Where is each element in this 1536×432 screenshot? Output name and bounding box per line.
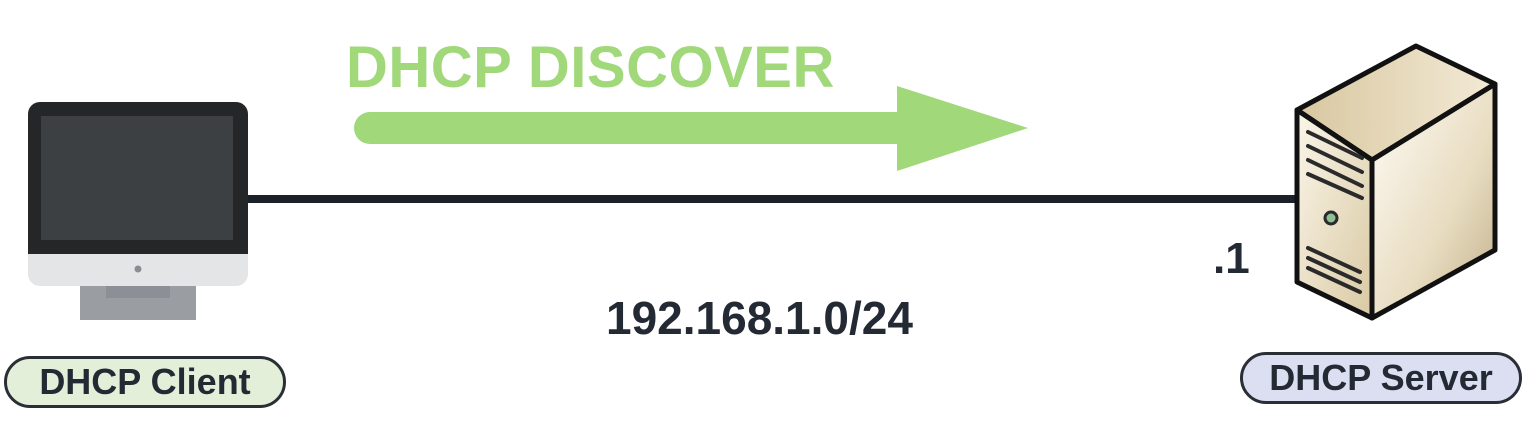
discover-arrow: [354, 86, 1028, 171]
server-host-address: .1: [1213, 234, 1250, 283]
server-label-badge: DHCP Server: [1240, 352, 1522, 404]
subnet-label: 192.168.1.0/24: [606, 292, 913, 344]
message-label: DHCP DISCOVER: [346, 35, 835, 100]
tower-server-icon: [1294, 43, 1498, 321]
server-label: DHCP Server: [1269, 357, 1493, 398]
desktop-monitor-icon: [28, 102, 248, 320]
client-label: DHCP Client: [39, 361, 251, 402]
client-label-badge: DHCP Client: [4, 356, 286, 408]
server-front-details: [1306, 130, 1364, 294]
